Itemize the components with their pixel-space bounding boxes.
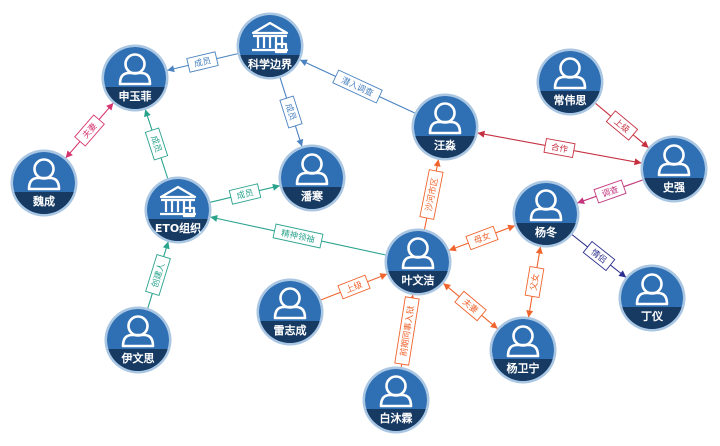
edge-label-text: 成员 xyxy=(193,55,212,70)
edge-wm-sq: 合作 xyxy=(477,130,642,166)
person-icon xyxy=(553,57,587,90)
edge-label: 成员 xyxy=(144,127,169,161)
node-lzc[interactable]: 雷志成 xyxy=(256,278,324,353)
institution-icon xyxy=(159,185,197,218)
edge-label: 父女 xyxy=(524,266,545,298)
edge-yd-ywn: 父女 xyxy=(524,246,545,318)
edge-eto-ph: 成员 xyxy=(209,183,281,205)
edge-label: 上级 xyxy=(605,110,639,141)
edges-layer: 成员成员潜入调查夫妻成员成员创建人精神领袖合作上级调查沙河市区母女情侣父女上级夫… xyxy=(65,51,650,368)
edge-bml-ywj: 前期同事入狱 xyxy=(394,294,420,368)
node-label: 杨卫宁 xyxy=(507,361,540,375)
edge-cws-sq: 上级 xyxy=(594,102,650,149)
edge-lzc-ywj: 上级 xyxy=(320,273,388,301)
edge-label: 成员 xyxy=(279,95,303,129)
person-icon xyxy=(295,153,329,186)
node-label: 雷志成 xyxy=(274,323,307,337)
node-label: 伊文思 xyxy=(121,351,155,365)
node-ywj[interactable]: 叶文洁 xyxy=(384,228,452,303)
edge-label: 创建人 xyxy=(145,253,171,297)
edge-yd-dy: 情侣 xyxy=(571,234,627,278)
edge-ywsi-eto: 创建人 xyxy=(145,241,171,309)
edge-label: 精神领袖 xyxy=(272,223,324,249)
node-label: 汪淼 xyxy=(434,138,457,152)
edge-syf-wc: 夫妻 xyxy=(65,102,114,159)
edge-label-text: 合作 xyxy=(550,142,569,156)
node-label: ETO组织 xyxy=(155,221,201,235)
edge-label: 母女 xyxy=(465,225,499,251)
edge-label: 夫妻 xyxy=(74,114,105,147)
person-icon xyxy=(273,287,307,320)
person-icon xyxy=(401,237,435,270)
node-yd[interactable]: 杨冬 xyxy=(512,180,580,255)
edge-label: 情侣 xyxy=(582,240,616,272)
node-label: 叶文洁 xyxy=(402,273,435,287)
node-label: 科学边界 xyxy=(248,57,292,71)
node-dy[interactable]: 丁仪 xyxy=(618,264,686,339)
node-cws[interactable]: 常伟思 xyxy=(536,48,604,123)
edge-label-text: 父女 xyxy=(528,272,542,291)
edge-ywj-eto: 精神领袖 xyxy=(210,215,386,256)
node-ywn[interactable]: 杨卫宁 xyxy=(489,316,557,391)
node-label: 魏成 xyxy=(32,194,55,208)
edge-eto-syf: 成员 xyxy=(144,109,169,179)
person-icon xyxy=(121,315,155,348)
node-sq[interactable]: 史强 xyxy=(640,135,708,210)
node-syf[interactable]: 申玉菲 xyxy=(101,44,169,119)
node-label: 丁仪 xyxy=(641,310,664,323)
node-kxbj[interactable]: 科学边界 xyxy=(236,12,304,87)
edge-kxbj-ph: 成员 xyxy=(279,77,304,147)
person-icon xyxy=(428,102,462,135)
edge-label: 上级 xyxy=(337,274,371,300)
node-wm[interactable]: 汪淼 xyxy=(411,93,479,168)
edge-label-text: 成员 xyxy=(283,102,299,122)
node-label: 申玉菲 xyxy=(119,89,152,103)
node-wc[interactable]: 魏成 xyxy=(10,149,78,224)
node-label: 杨冬 xyxy=(535,225,557,239)
edge-label: 合作 xyxy=(543,137,576,159)
edge-label: 成员 xyxy=(186,51,219,73)
edge-label: 沙河市区 xyxy=(419,169,444,220)
edge-kxbj-syf: 成员 xyxy=(166,51,239,73)
edge-ywj-wm: 沙河市区 xyxy=(419,159,444,230)
node-label: 常伟思 xyxy=(554,93,587,107)
edge-sq-yd: 调查 xyxy=(576,179,644,205)
person-icon xyxy=(379,375,413,408)
edge-label: 潜入调查 xyxy=(332,69,383,104)
node-ph[interactable]: 潘寒 xyxy=(278,144,346,219)
person-icon xyxy=(657,144,691,177)
edge-label-text: 成员 xyxy=(236,187,255,202)
edge-label: 前期同事入狱 xyxy=(394,296,420,366)
edge-ywj-ywn: 夫妻 xyxy=(442,282,499,330)
node-bml[interactable]: 白沐霖 xyxy=(362,366,430,441)
edge-label: 调查 xyxy=(593,179,627,204)
edge-label: 成员 xyxy=(228,183,262,205)
node-label: 潘寒 xyxy=(301,189,324,203)
person-icon xyxy=(118,53,152,86)
edge-label-text: 成员 xyxy=(148,134,164,154)
person-icon xyxy=(27,158,61,191)
edge-label: 夫妻 xyxy=(454,290,487,322)
edge-wm-kxbj: 潜入调查 xyxy=(299,59,416,114)
person-icon xyxy=(635,273,669,306)
person-icon xyxy=(506,325,540,358)
institution-icon xyxy=(251,21,289,54)
edge-yd-ywj: 母女 xyxy=(448,224,516,252)
node-label: 白沐霖 xyxy=(380,411,413,425)
node-label: 史强 xyxy=(663,180,685,194)
node-eto[interactable]: ETO组织 xyxy=(144,176,212,251)
node-ywsi[interactable]: 伊文思 xyxy=(104,306,172,381)
person-icon xyxy=(529,189,563,222)
